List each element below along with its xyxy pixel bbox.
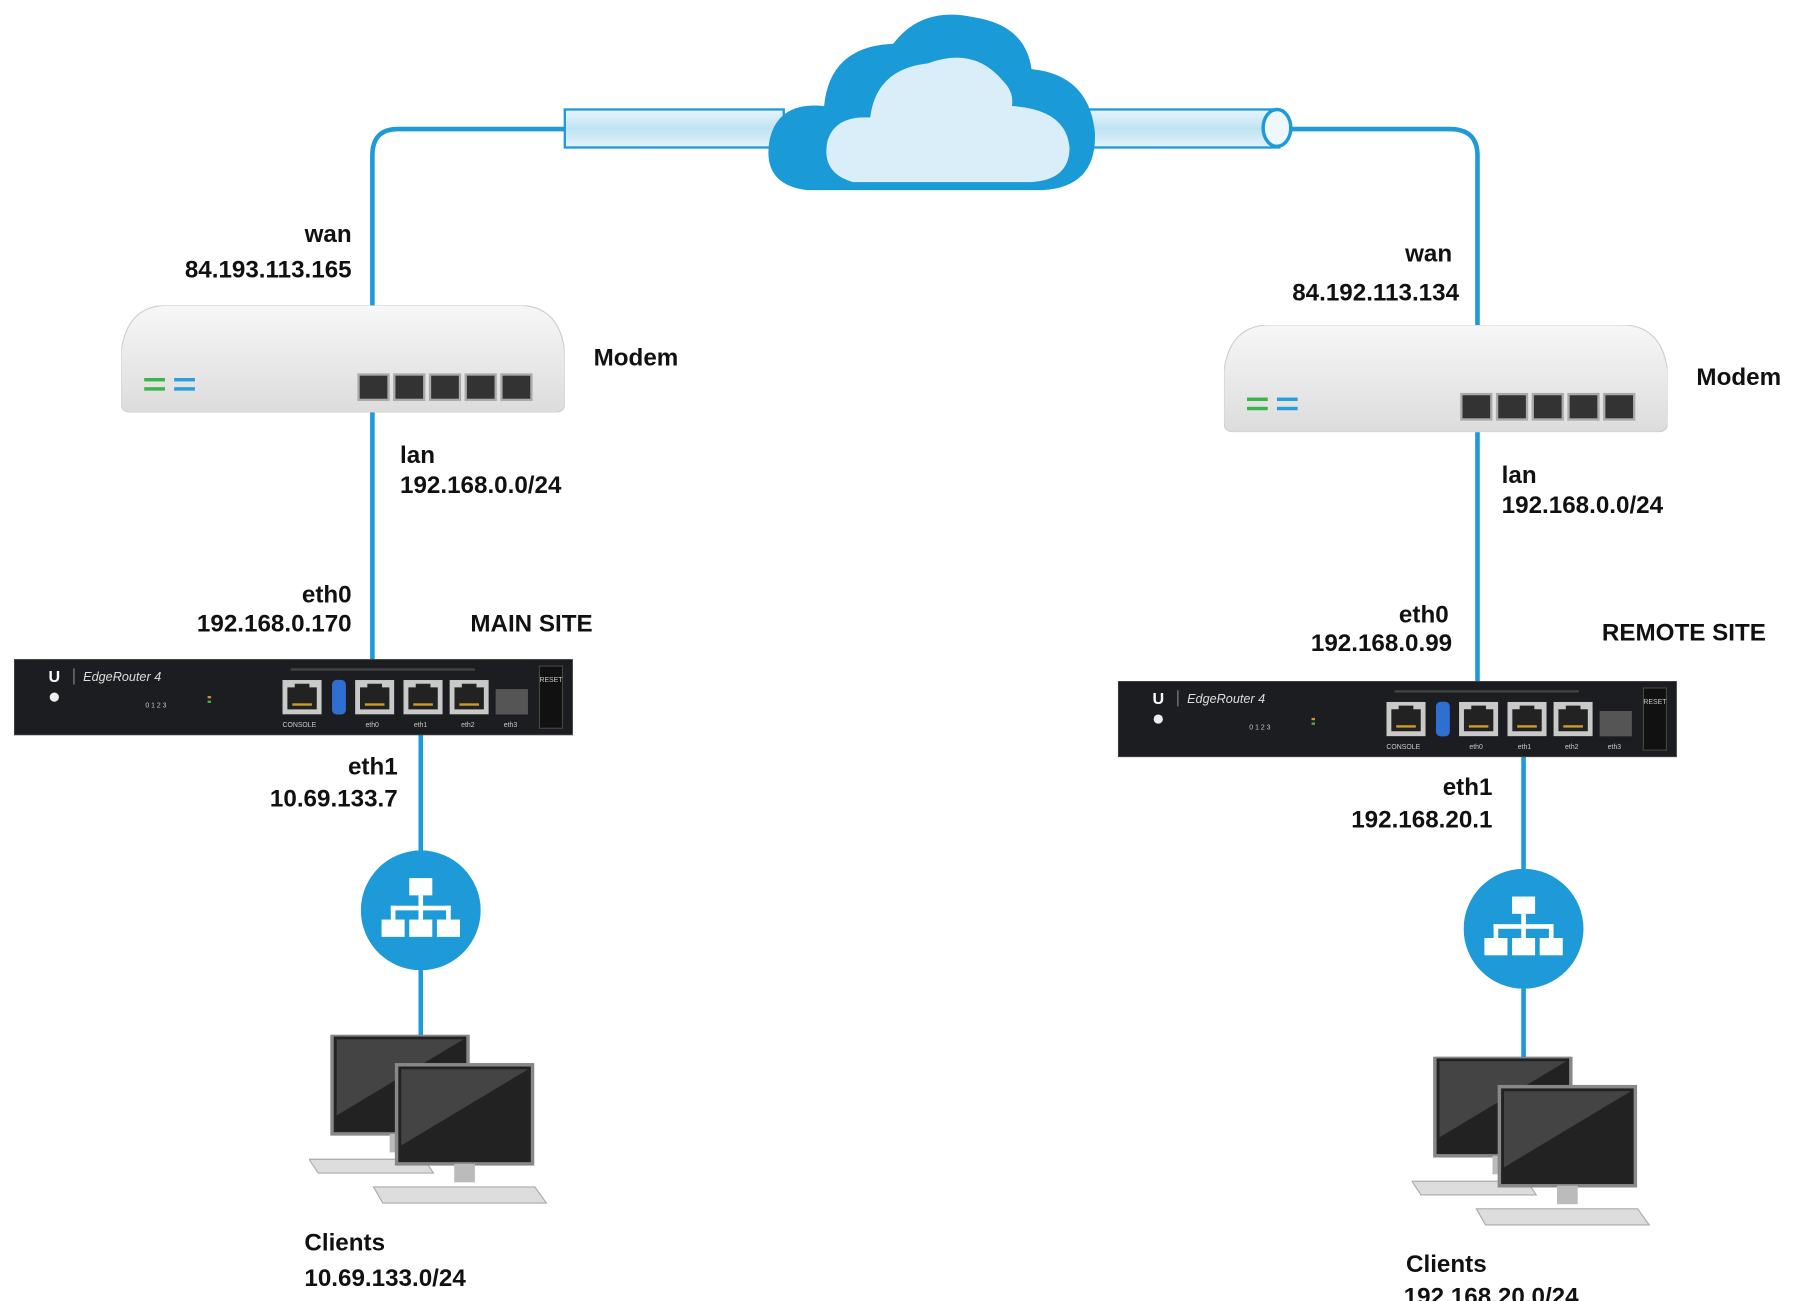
desktop-computers-icon xyxy=(1411,1056,1651,1227)
eth0-ip: 192.168.0.170 xyxy=(197,610,352,637)
wan-ip: 84.193.113.165 xyxy=(185,257,352,284)
eth1-label: eth1 xyxy=(1443,774,1493,801)
eth0-ip: 192.168.0.99 xyxy=(1311,630,1452,657)
wan-link-remote xyxy=(1290,126,1480,325)
eth1-label: eth1 xyxy=(348,753,398,780)
router-labels: EdgeRouter 4 CONSOLE eth0 eth1 eth2 eth3… xyxy=(83,670,563,729)
modem-label: Modem xyxy=(1696,364,1781,391)
wan-ip: 84.192.113.134 xyxy=(1292,280,1459,307)
port-label-eth0: eth0 xyxy=(365,722,379,729)
port-label-eth2: eth2 xyxy=(461,722,475,729)
port-label-eth0: eth0 xyxy=(1469,744,1483,751)
tunnel-left xyxy=(563,108,785,149)
reset-button-label: RESET xyxy=(1643,699,1667,706)
internet-tunnel xyxy=(563,14,1293,191)
main-site: EdgeRouter 4 CONSOLE eth0 eth1 eth2 eth3… xyxy=(14,221,678,1292)
eth0-label: eth0 xyxy=(302,582,352,609)
site-label: MAIN SITE xyxy=(470,610,592,637)
wan-label: wan xyxy=(1404,241,1452,268)
port-label-eth3: eth3 xyxy=(1608,744,1622,751)
eth1-ip: 192.168.20.1 xyxy=(1351,806,1492,833)
clients-label: Clients xyxy=(304,1229,385,1256)
eth1-ip: 10.69.133.7 xyxy=(270,786,398,813)
port-label-eth2: eth2 xyxy=(1565,744,1579,751)
clients-subnet: 192.168.20.0/24 xyxy=(1404,1283,1579,1301)
remote-site: EdgeRouter 4 CONSOLE eth0 eth1 eth2 eth3… xyxy=(1118,241,1781,1301)
reset-button-label: RESET xyxy=(539,677,563,684)
port-label-eth3: eth3 xyxy=(504,722,518,729)
port-label-eth1: eth1 xyxy=(414,722,428,729)
clients-subnet: 10.69.133.0/24 xyxy=(304,1265,466,1292)
router-brand: EdgeRouter 4 xyxy=(1187,692,1265,706)
modem-label: Modem xyxy=(594,344,679,371)
modem-device xyxy=(121,305,565,413)
port-label-console: CONSOLE xyxy=(282,722,316,729)
lan-label: lan xyxy=(1502,462,1537,489)
site-label: REMOTE SITE xyxy=(1602,620,1766,647)
clients-label: Clients xyxy=(1406,1251,1487,1278)
eth0-label: eth0 xyxy=(1399,601,1449,628)
tunnel-right xyxy=(1082,108,1281,149)
port-label-console: CONSOLE xyxy=(1386,744,1420,751)
desktop-computers-icon xyxy=(308,1034,549,1205)
wan-link-main xyxy=(370,126,565,306)
network-switch-icon xyxy=(360,850,481,971)
port-label-eth1: eth1 xyxy=(1518,744,1532,751)
lan-subnet: 192.168.0.0/24 xyxy=(400,472,562,499)
lan-subnet: 192.168.0.0/24 xyxy=(1502,492,1664,519)
tunnel-end xyxy=(1261,107,1293,149)
lan-label: lan xyxy=(400,442,435,469)
cloud-icon xyxy=(768,14,1095,191)
wan-label: wan xyxy=(304,221,352,248)
router-labels: EdgeRouter 4 CONSOLE eth0 eth1 eth2 eth3… xyxy=(1187,692,1667,751)
network-switch-icon xyxy=(1463,868,1584,989)
router-brand: EdgeRouter 4 xyxy=(83,670,161,684)
modem-device xyxy=(1223,324,1668,433)
